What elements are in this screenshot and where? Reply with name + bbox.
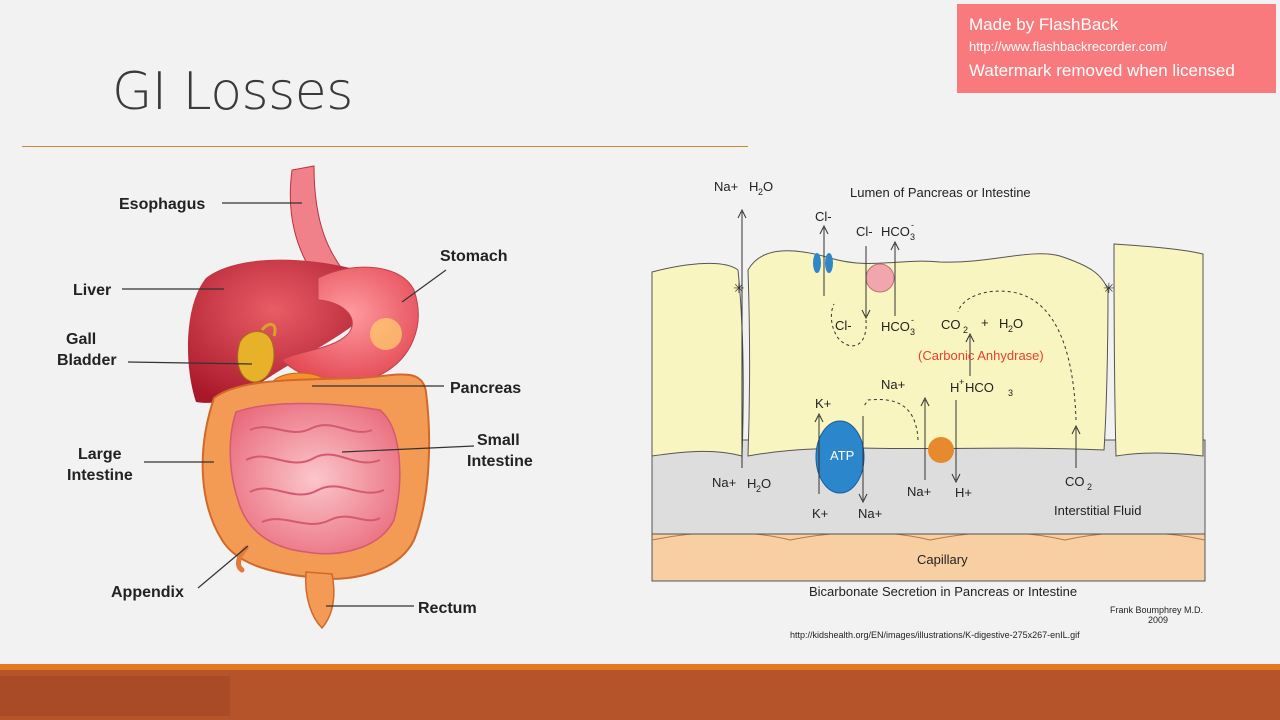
- highlight-glow: [370, 318, 402, 350]
- interstitial-region: [651, 439, 1206, 535]
- watermark-banner: Made by FlashBack http://www.flashbackre…: [957, 4, 1276, 93]
- label-appendix: Appendix: [111, 584, 184, 601]
- watermark-line-1: Made by FlashBack: [969, 15, 1119, 34]
- label-rectum: Rectum: [418, 600, 477, 617]
- watermark-url: http://www.flashbackrecorder.com/: [969, 39, 1167, 54]
- label-hco-top-sub: 3: [910, 232, 915, 242]
- label-hco-mid-sub: 3: [910, 327, 915, 337]
- epithelial-cell-left: [651, 263, 744, 457]
- small-intestine-shape: [229, 402, 401, 555]
- label-k-in: K+: [815, 396, 831, 411]
- digestive-system-illustration: [187, 165, 431, 630]
- slide-title: GI Losses: [112, 62, 353, 122]
- cl-hco3-exchanger: [865, 263, 895, 293]
- label-na-top: Na+: [714, 179, 738, 194]
- diagram-caption: Bicarbonate Secretion in Pancreas or Int…: [809, 584, 1077, 599]
- label-liver: Liver: [73, 282, 111, 299]
- label-na-cycle: Na+: [881, 377, 905, 392]
- label-co-reactant-sub: 2: [963, 325, 968, 335]
- tight-junction-right: ✳: [1103, 281, 1115, 297]
- label-h-reactant: H: [999, 316, 1008, 331]
- label-cl-in: Cl-: [856, 224, 873, 239]
- tight-junction-left: ✳: [733, 281, 745, 297]
- label-na-bottom: Na+: [712, 475, 736, 490]
- cl-channel-right: [825, 253, 833, 273]
- capillary-region: [651, 533, 1206, 582]
- label-capillary: Capillary: [917, 552, 968, 567]
- atp-pump: [815, 420, 865, 494]
- footer-shade: [0, 676, 230, 716]
- label-h-exchange: H+: [955, 485, 972, 500]
- label-hco-product-sub: 3: [1008, 388, 1013, 398]
- label-lumen: Lumen of Pancreas or Intestine: [850, 185, 1031, 200]
- label-hco-mid-minus: -: [911, 315, 914, 325]
- label-k-out: K+: [812, 506, 828, 521]
- appendix-shape: [236, 545, 249, 573]
- anatomy-leader-lines: [122, 202, 475, 607]
- label-o-top: O: [763, 179, 773, 194]
- label-large-intestine: Intestine: [67, 467, 133, 484]
- label-o-reactant: O: [1013, 316, 1023, 331]
- dotted-path-arrows: [830, 290, 1077, 441]
- label-small-intestine: Intestine: [467, 453, 533, 470]
- label-interstitial-fluid: Interstitial Fluid: [1054, 503, 1141, 518]
- label-na-exchange: Na+: [907, 484, 931, 499]
- cell-diagram: ✳ ✳: [651, 179, 1206, 625]
- label-small: Small: [477, 432, 520, 449]
- label-na-out: Na+: [858, 506, 882, 521]
- label-pancreas: Pancreas: [450, 380, 521, 397]
- label-stomach: Stomach: [440, 248, 508, 265]
- na-h-exchanger: [928, 437, 954, 463]
- label-co-interstitial-sub: 2: [1087, 482, 1092, 492]
- label-hco-mid: HCO: [881, 319, 910, 334]
- label-h-product-sup: +: [959, 377, 964, 387]
- label-h-top: H: [749, 179, 758, 194]
- small-intestine-coils: [245, 424, 385, 525]
- title-divider: [22, 146, 748, 147]
- label-co-reactant: CO: [941, 317, 961, 332]
- transport-arrows: [737, 208, 1081, 504]
- label-esophagus: Esophagus: [119, 196, 205, 213]
- label-carbonic-anhydrase: (Carbonic Anhydrase): [918, 348, 1044, 363]
- label-plus: +: [981, 315, 989, 330]
- watermark-line-3: Watermark removed when licensed: [969, 61, 1235, 80]
- label-hco-product: HCO: [965, 380, 994, 395]
- diagram-year: 2009: [1148, 615, 1168, 625]
- cl-channel-left: [813, 253, 821, 273]
- diagram-author: Frank Boumphrey M.D.: [1110, 605, 1203, 615]
- label-cl-cycle: Cl-: [835, 318, 852, 333]
- source-url: http://kidshealth.org/EN/images/illustra…: [790, 630, 1080, 640]
- footer-accent-line: [0, 664, 1280, 670]
- gall-bladder-shape: [237, 331, 275, 383]
- label-h-bottom: H: [747, 476, 756, 491]
- label-hco-top-minus: -: [911, 220, 914, 230]
- label-atp: ATP: [830, 448, 854, 463]
- label-h2o-top-sub: 2: [758, 187, 763, 197]
- label-h2o-bottom-sub: 2: [756, 484, 761, 494]
- rectum-shape: [304, 571, 335, 630]
- label-o-bottom: O: [761, 476, 771, 491]
- label-bladder: Bladder: [57, 352, 117, 369]
- bile-duct-shape: [260, 322, 277, 337]
- label-h2o-reactant-sub: 2: [1008, 324, 1013, 334]
- label-cl-out: Cl-: [815, 209, 832, 224]
- epithelial-cell-center: [747, 250, 1109, 457]
- label-large: Large: [78, 446, 122, 463]
- label-hco-top: HCO: [881, 224, 910, 239]
- epithelial-cell-right: [1113, 243, 1204, 457]
- label-gall: Gall: [66, 331, 96, 348]
- label-h-product: H: [950, 380, 959, 395]
- label-co-interstitial: CO: [1065, 474, 1085, 489]
